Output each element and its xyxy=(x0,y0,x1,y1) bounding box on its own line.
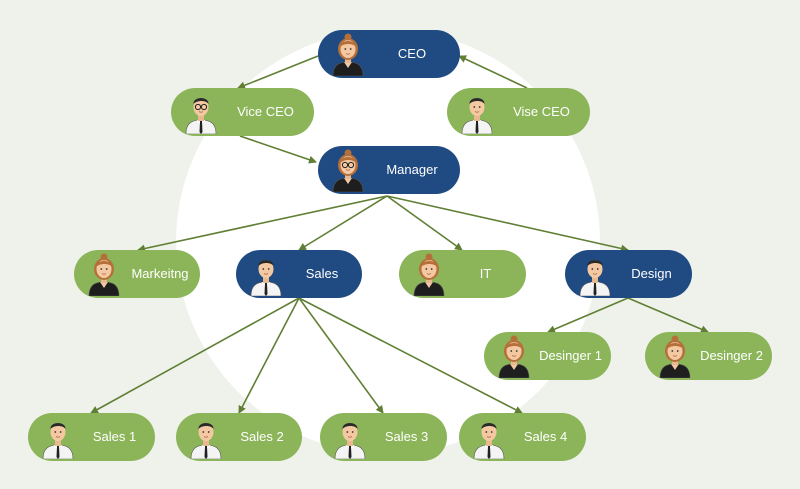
node-label: Manager xyxy=(386,162,438,177)
connector-manager-to-marketing xyxy=(137,195,388,253)
woman-avatar-icon xyxy=(326,32,370,77)
woman-avatar-icon xyxy=(653,334,697,379)
man-avatar-icon xyxy=(455,90,499,135)
node-sales-4: Sales 4 xyxy=(459,413,586,461)
node-sales: Sales xyxy=(236,250,362,298)
connector-manager-to-design xyxy=(386,195,629,253)
node-sales-2: Sales 2 xyxy=(176,413,302,461)
node-label: Vise CEO xyxy=(513,104,570,119)
node-label: Sales 1 xyxy=(92,429,137,444)
node-ceo: CEO xyxy=(318,30,460,78)
connector-manager-to-it xyxy=(386,195,463,251)
node-label: Vice CEO xyxy=(237,104,294,119)
node-label: IT xyxy=(479,266,492,281)
node-label: Design xyxy=(631,266,672,281)
node-sales-3: Sales 3 xyxy=(320,413,447,461)
woman-avatar-icon xyxy=(492,334,536,379)
man-glasses-avatar-icon xyxy=(179,90,223,135)
woman-avatar-icon xyxy=(82,252,126,297)
node-manager: Manager xyxy=(318,146,460,194)
node-label: Desinger 2 xyxy=(700,348,763,363)
node-label: Desinger 1 xyxy=(539,348,602,363)
node-sales-1: Sales 1 xyxy=(28,413,155,461)
woman-glasses-avatar-icon xyxy=(326,148,370,193)
node-label: CEO xyxy=(397,46,427,61)
node-label: Sales 4 xyxy=(523,429,568,444)
connector-design-to-designer_1 xyxy=(547,297,629,333)
connector-vise_ceo-to-ceo xyxy=(458,55,528,89)
connector-sales-to-sales_4 xyxy=(298,297,523,414)
man-avatar-icon xyxy=(184,415,228,460)
node-vise-ceo: Vise CEO xyxy=(447,88,590,136)
node-it: IT xyxy=(399,250,526,298)
node-designer-2: Desinger 2 xyxy=(645,332,772,380)
connector-manager-to-sales xyxy=(298,195,388,251)
node-marketing: Markeitng xyxy=(74,250,200,298)
man-avatar-icon xyxy=(36,415,80,460)
node-designer-1: Desinger 1 xyxy=(484,332,611,380)
connector-sales-to-sales_3 xyxy=(298,297,384,414)
connector-sales-to-sales_1 xyxy=(90,297,300,414)
woman-avatar-icon xyxy=(407,252,451,297)
connector-sales-to-sales_2 xyxy=(238,297,300,414)
connector-design-to-designer_2 xyxy=(627,297,709,333)
node-label: Sales 2 xyxy=(240,429,284,444)
node-label: Markeitng xyxy=(131,266,189,281)
node-label: Sales xyxy=(305,266,339,281)
man-avatar-icon xyxy=(328,415,372,460)
man-avatar-icon xyxy=(467,415,511,460)
node-vice-ceo: Vice CEO xyxy=(171,88,314,136)
node-design: Design xyxy=(565,250,692,298)
connector-vice_ceo-to-manager xyxy=(239,135,317,164)
connector-ceo-to-vice_ceo xyxy=(237,55,319,90)
man-avatar-icon xyxy=(573,252,617,297)
man-avatar-icon xyxy=(244,252,288,297)
node-label: Sales 3 xyxy=(384,429,429,444)
